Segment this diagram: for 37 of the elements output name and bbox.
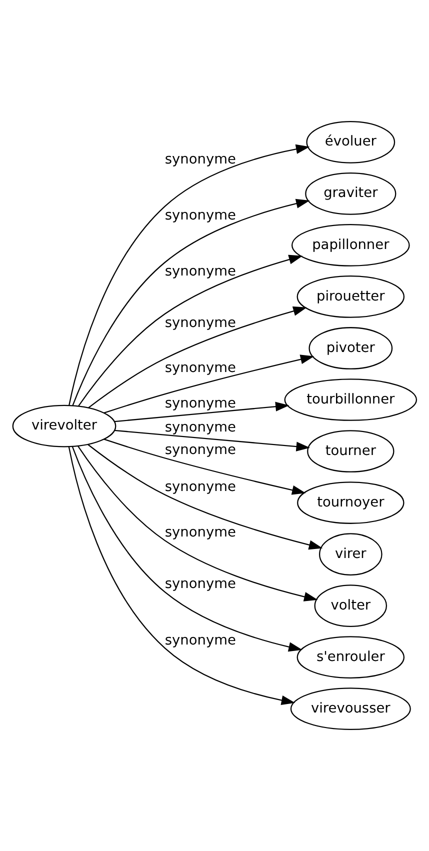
arrow: [104, 354, 314, 414]
node-ellipse: virer: [318, 533, 382, 576]
edge-label: synonyme: [164, 360, 236, 376]
edge-label: synonyme: [164, 264, 236, 280]
node-ellipse: évoluer: [306, 121, 396, 164]
node-ellipse: virevolter: [12, 404, 116, 448]
edge-label: synonyme: [164, 442, 236, 458]
node-ellipse: pirouetter: [296, 276, 405, 318]
arrow: [88, 306, 307, 408]
node-ellipse: volter: [314, 584, 388, 627]
node-ellipse: virevousser: [290, 688, 411, 730]
arrow: [114, 402, 290, 422]
node-ellipse: papillonner: [291, 224, 410, 266]
edge-label: synonyme: [164, 419, 236, 436]
arrow: [78, 254, 303, 406]
node-ellipse: tourner: [307, 430, 394, 472]
edge-label: synonyme: [164, 632, 236, 648]
arrow: [68, 446, 296, 705]
edge-label: synonyme: [164, 478, 236, 495]
node-ellipse: s'enrouler: [296, 636, 405, 678]
arrow: [72, 446, 302, 652]
node-ellipse: tournoyer: [297, 482, 404, 524]
edge-label: synonyme: [164, 315, 236, 332]
edge-label: synonyme: [164, 576, 236, 592]
node-ellipse: graviter: [305, 172, 396, 215]
node-ellipse: tourbillonner: [284, 378, 418, 421]
arrow: [78, 446, 318, 602]
edge-label: synonyme: [164, 151, 236, 168]
edge-label: synonyme: [164, 524, 236, 541]
arrow: [114, 430, 310, 452]
arrow: [88, 444, 323, 550]
edge-label: synonyme: [164, 208, 236, 224]
arrow: [104, 438, 306, 495]
edge-label: synonyme: [164, 395, 236, 412]
node-ellipse: pivoter: [308, 327, 393, 370]
arrow: [68, 144, 310, 406]
arrow: [72, 198, 310, 406]
